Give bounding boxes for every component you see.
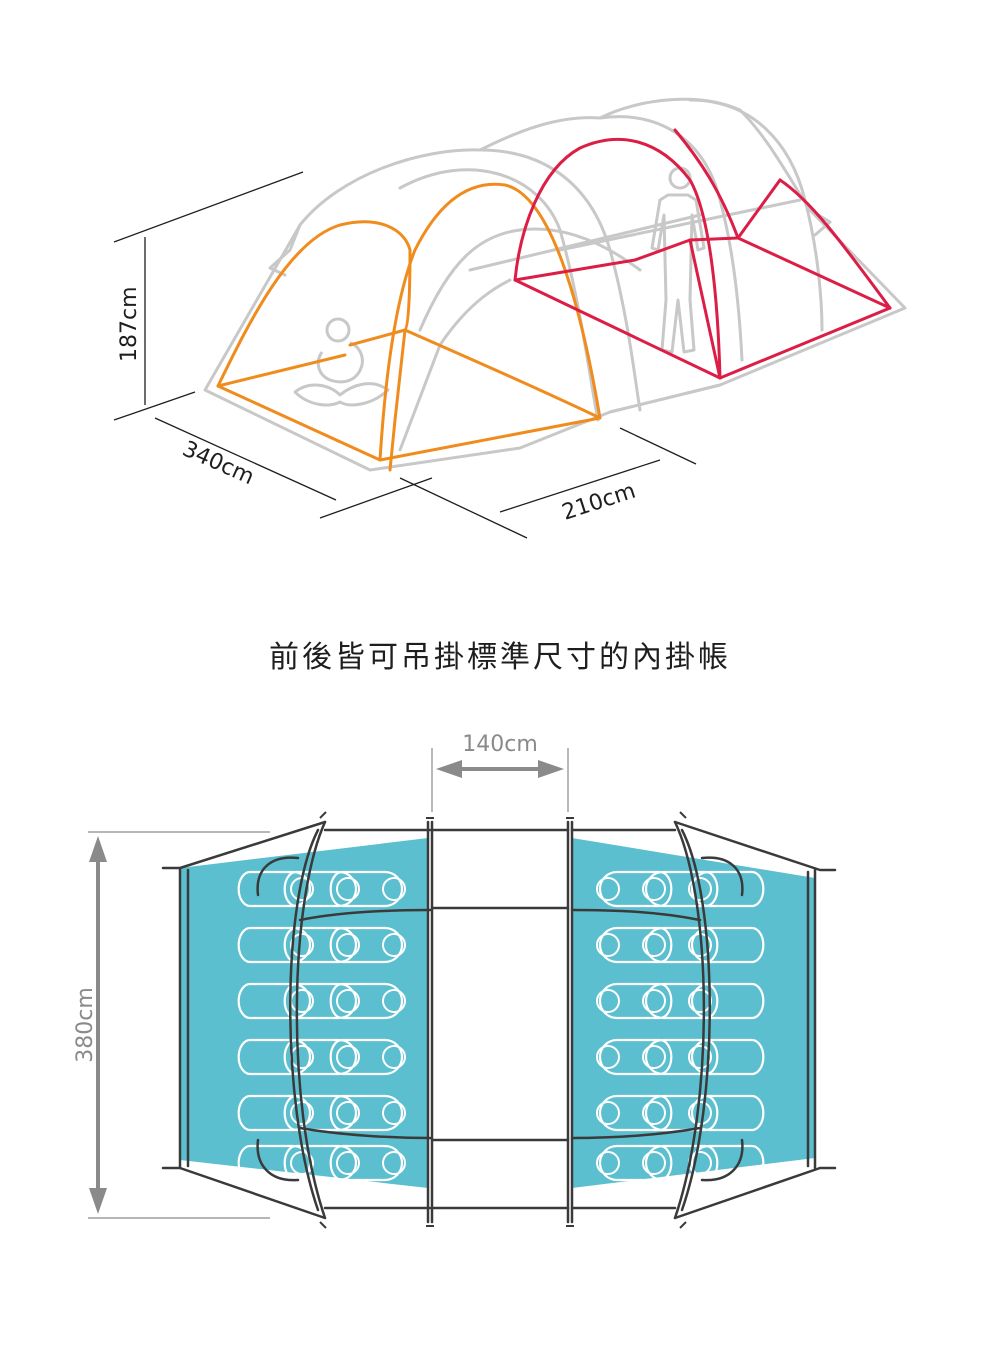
sleeping-bag (596, 982, 673, 1020)
sleeping-bag (688, 1038, 765, 1076)
top-dimension-label: 140cm (462, 732, 538, 757)
sleeping-bag (642, 1144, 719, 1182)
sleeping-bag (642, 1094, 719, 1132)
sleeping-bag (688, 870, 765, 908)
sleeping-bag (329, 1038, 406, 1076)
sleeping-bag (642, 982, 719, 1020)
sleeping-bag (329, 1094, 406, 1132)
diagram-caption: 前後皆可吊掛標準尺寸的內掛帳 (269, 640, 731, 675)
pole-ends (319, 811, 687, 1229)
sleeping-bag (642, 1038, 719, 1076)
tent-frame (161, 820, 837, 1224)
sleeping-bag (642, 870, 719, 908)
sleeping-bag (596, 926, 673, 964)
width-140-dimension (431, 748, 569, 812)
side-dimension-label: 380cm (73, 987, 98, 1063)
height-dimension-label: 187cm (117, 286, 142, 362)
sleeping-bag (329, 926, 406, 964)
tent-isometric-diagram: 187cm 340cm 210cm (113, 97, 907, 539)
sleeping-bag (596, 1144, 673, 1182)
sleeping-bag (329, 982, 406, 1020)
seated-person-figure (293, 317, 390, 407)
rear-inner-tent (513, 128, 892, 380)
sleeping-bag (596, 1094, 673, 1132)
sleeping-bag (642, 926, 719, 964)
sleeping-bag (596, 1038, 673, 1076)
dimension-lines (113, 171, 697, 539)
front-inner-tent (216, 182, 602, 472)
sleeping-bag (329, 870, 406, 908)
depth-380-dimension (88, 831, 270, 1219)
sleeping-bag (596, 870, 673, 908)
right-inner-tent-floor (572, 838, 815, 1188)
sleeping-bag (329, 1144, 406, 1182)
